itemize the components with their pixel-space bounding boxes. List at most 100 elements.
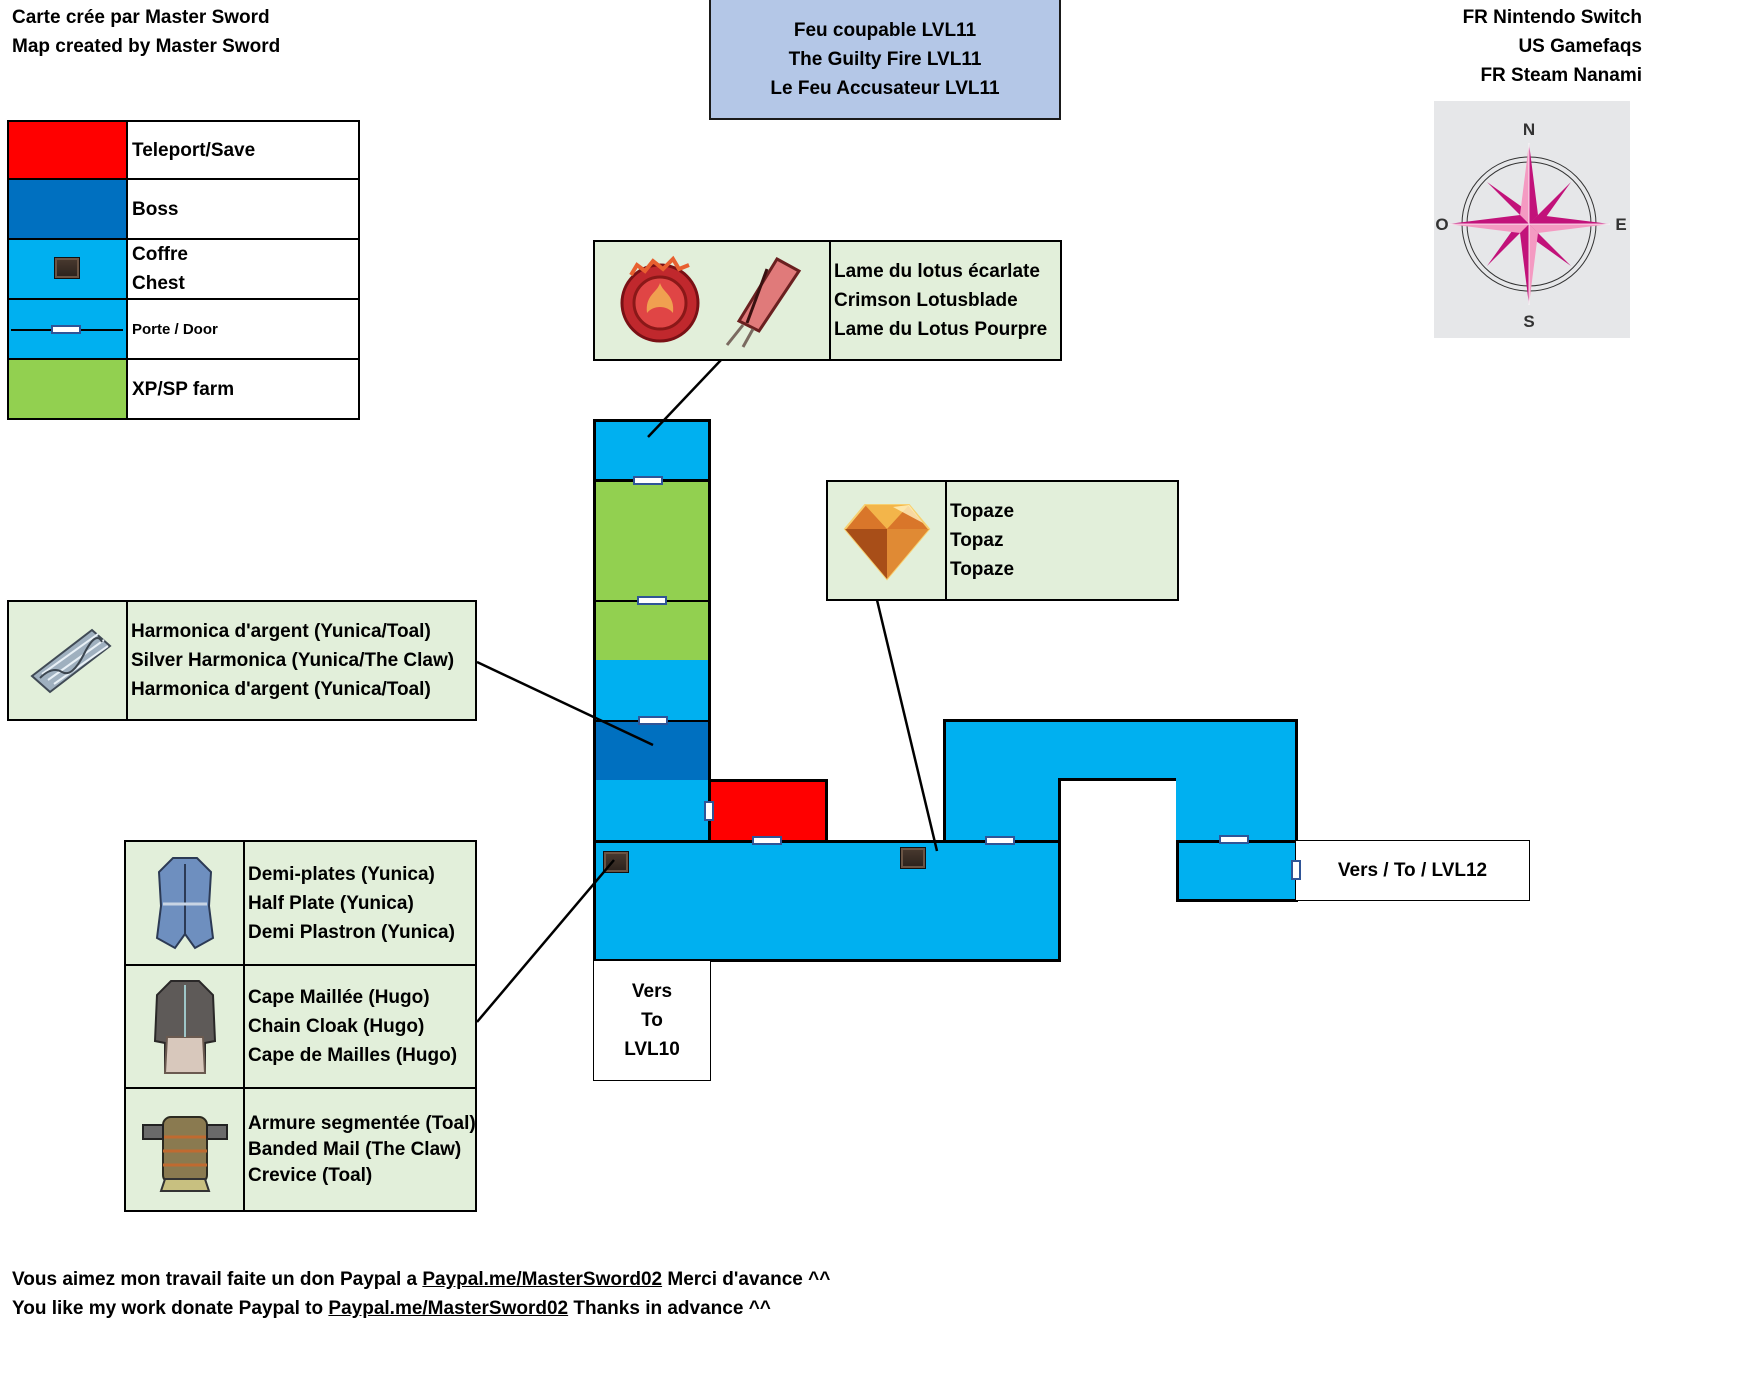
source-switch: FR Nintendo Switch: [1462, 7, 1642, 28]
legend-label: Teleport/Save: [132, 139, 256, 161]
gem-icon: [843, 503, 930, 581]
item-name-fr: Topaze: [950, 501, 1015, 522]
exit-lvl12[interactable]: Vers / To / LVL12: [1295, 840, 1530, 901]
sword-icon: [725, 256, 802, 348]
room-corridor: [593, 660, 711, 722]
room-teleport: [708, 779, 828, 843]
item-name-en: Silver Harmonica (Yunica/The Claw): [131, 650, 455, 671]
item-icons: [126, 842, 245, 964]
banded-armor-icon: [141, 1115, 228, 1192]
item-name-en: Chain Cloak (Hugo): [248, 1016, 425, 1037]
chest-icon[interactable]: [900, 847, 926, 869]
item-names: Demi-plates (Yunica) Half Plate (Yunica)…: [245, 842, 455, 964]
item-card-banded-mail: Armure segmentée (Toal) Banded Mail (The…: [124, 1089, 477, 1212]
item-card-harmonica: Harmonica d'argent (Yunica/Toal) Silver …: [7, 600, 477, 721]
donation-fr-suffix: Merci d'avance ^^: [662, 1269, 831, 1290]
chest-icon: [54, 257, 80, 279]
item-name-fr-alt: Harmonica d'argent (Yunica/Toal): [131, 679, 431, 700]
donation-fr: Vous aimez mon travail faite un don Payp…: [12, 1265, 830, 1294]
source-steam: FR Steam Nanami: [1480, 65, 1642, 86]
credits: Carte crée par Master Sword Map created …: [12, 3, 280, 61]
legend-label: XP/SP farm: [132, 378, 235, 400]
item-names: Topaze Topaz Topaze: [947, 482, 1014, 599]
item-name-en: Topaz: [950, 530, 1004, 551]
door-icon: [51, 325, 81, 334]
room-u-right: [1176, 778, 1298, 843]
paypal-link[interactable]: Paypal.me/MasterSword02: [422, 1269, 663, 1290]
door-icon: [752, 836, 782, 845]
teleport-swatch: [9, 122, 128, 178]
door-icon: [1219, 835, 1249, 844]
door-icon: [704, 801, 714, 821]
door-icon: [637, 596, 667, 605]
compass-east: E: [1615, 215, 1626, 234]
title-fr-steam: Le Feu Accusateur LVL11: [770, 77, 1000, 99]
room-exit-east: [1176, 840, 1298, 902]
item-name-fr-alt: Crevice (Toal): [248, 1164, 373, 1186]
legend-label-fr: Coffre: [132, 244, 188, 265]
room-top: [593, 419, 711, 482]
sources: FR Nintendo Switch US Gamefaqs FR Steam …: [1463, 3, 1642, 90]
door-icon: [1291, 860, 1301, 880]
exit-lvl10-line: To: [641, 1010, 663, 1031]
item-icons: [126, 1089, 245, 1210]
paypal-link[interactable]: Paypal.me/MasterSword02: [328, 1298, 569, 1319]
item-name-fr-alt: Lame du Lotus Pourpre: [834, 319, 1048, 340]
legend-chest: Coffre Chest: [7, 240, 360, 300]
item-name-fr-alt: Demi Plastron (Yunica): [248, 921, 455, 943]
callout-line-topaz: [875, 599, 939, 852]
item-icons: [126, 966, 245, 1087]
wall-line: [1058, 840, 1061, 962]
item-names: Armure segmentée (Toal) Banded Mail (The…: [245, 1089, 476, 1210]
item-card-chain-cloak: Cape Maillée (Hugo) Chain Cloak (Hugo) C…: [124, 966, 477, 1089]
door-swatch: [9, 300, 128, 358]
donation-fr-prefix: Vous aimez mon travail faite un don Payp…: [12, 1269, 423, 1290]
item-name-fr: Lame du lotus écarlate: [834, 261, 1040, 282]
item-name-fr: Harmonica d'argent (Yunica/Toal): [131, 621, 431, 642]
legend-label-en: Chest: [132, 273, 185, 294]
item-names: Cape Maillée (Hugo) Chain Cloak (Hugo) C…: [245, 966, 457, 1087]
item-name-fr-alt: Topaze: [950, 559, 1015, 580]
room-u-gap: [1058, 778, 1179, 843]
emblem-icon: [620, 255, 700, 342]
legend-door: Porte / Door: [7, 300, 360, 360]
source-gamefaqs: US Gamefaqs: [1518, 36, 1642, 57]
item-name-en: Half Plate (Yunica): [248, 892, 414, 914]
cloak-icon: [153, 979, 216, 1074]
exit-lvl10[interactable]: Vers To LVL10: [593, 960, 711, 1081]
item-card-half-plate: Demi-plates (Yunica) Half Plate (Yunica)…: [124, 840, 477, 966]
credit-en: Map created by Master Sword: [12, 36, 281, 57]
room-pre-boss: [593, 780, 711, 842]
item-stack-chest: Demi-plates (Yunica) Half Plate (Yunica)…: [124, 840, 477, 1212]
map-title: Feu coupable LVL11 The Guilty Fire LVL11…: [709, 0, 1061, 120]
door-icon: [633, 476, 663, 485]
legend-teleport: Teleport/Save: [7, 120, 360, 180]
boss-swatch: [9, 180, 128, 238]
item-name-en: Crimson Lotusblade: [834, 290, 1018, 311]
compass-south: S: [1523, 312, 1534, 331]
legend: Teleport/Save Boss Coffre Chest Porte / …: [7, 120, 360, 420]
item-name-fr-alt: Cape de Mailles (Hugo): [248, 1045, 458, 1066]
room-main-hall: [593, 840, 1061, 962]
exit-lvl10-line: Vers: [631, 981, 673, 1002]
room-farm-2: [593, 600, 711, 662]
item-name-en: Banded Mail (The Claw): [248, 1138, 462, 1160]
chest-icon[interactable]: [603, 851, 629, 873]
door-icon: [985, 836, 1015, 845]
item-name-fr: Cape Maillée (Hugo): [248, 987, 430, 1008]
title-en: The Guilty Fire LVL11: [788, 48, 982, 70]
donation-en: You like my work donate Paypal to Paypal…: [12, 1294, 830, 1323]
farm-swatch: [9, 360, 128, 418]
item-name-fr: Armure segmentée (Toal): [248, 1112, 476, 1134]
donation-en-prefix: You like my work donate Paypal to: [12, 1298, 329, 1319]
legend-boss: Boss: [7, 180, 360, 240]
harmonica-icon: [29, 628, 112, 693]
item-name-fr: Demi-plates (Yunica): [248, 863, 435, 885]
exit-lvl12-label: Vers / To / LVL12: [1337, 860, 1488, 881]
donation-footer: Vous aimez mon travail faite un don Payp…: [12, 1265, 830, 1323]
legend-farm: XP/SP farm: [7, 360, 360, 420]
room-farm-1: [593, 479, 711, 602]
exit-lvl10-line: LVL10: [624, 1039, 680, 1060]
room-boss: [593, 720, 711, 782]
room-u-top: [943, 719, 1298, 781]
